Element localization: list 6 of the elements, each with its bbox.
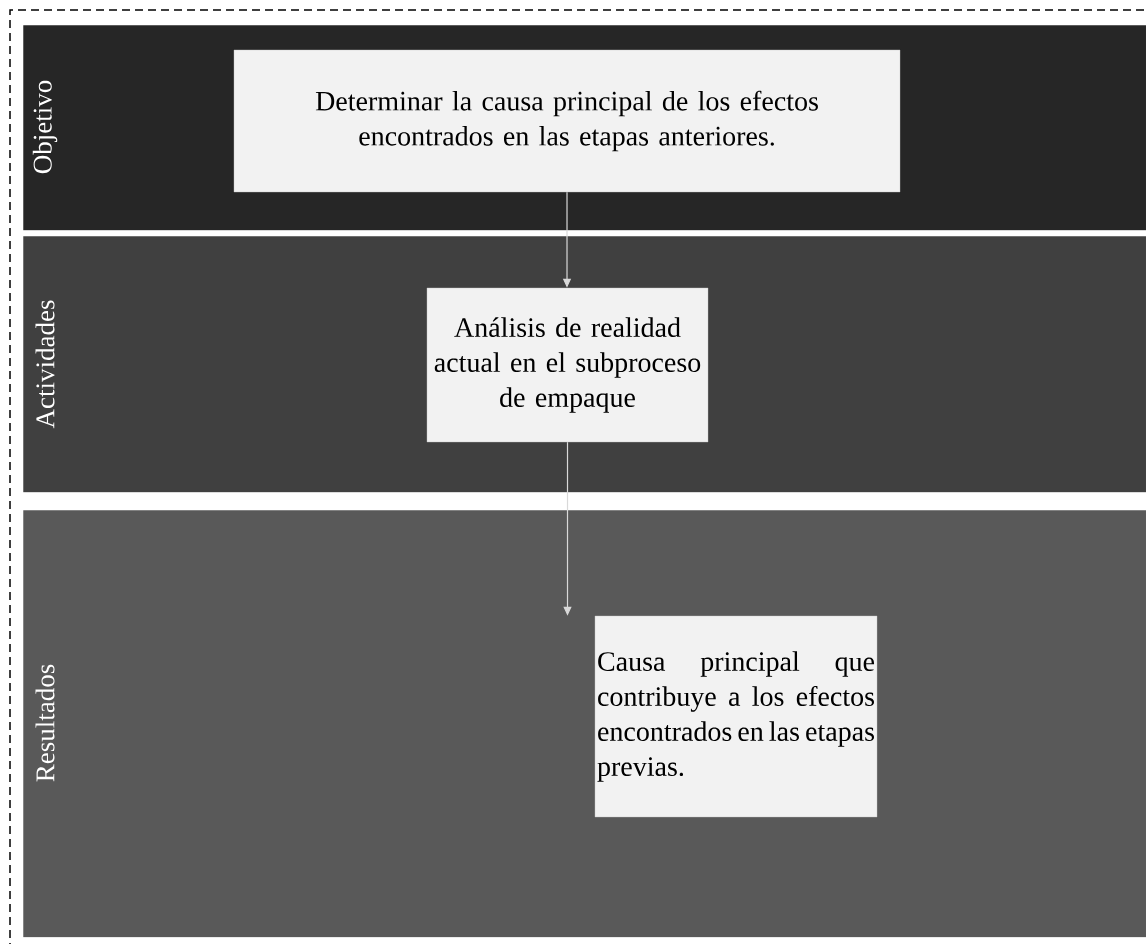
band-heading: Actividades [35,300,55,429]
process-box: Causa principal que contribuye a los efectos encontrados en las etapas previas. [594,615,878,818]
band-heading: Resultados [35,664,55,782]
band-heading: Objetivo [32,80,58,174]
process-box: Determinar la causa principal de los efectos encontrados en las etapas anteriores. [233,49,901,193]
process-box: Análisis de realidad actual en el subproceso de empaque [426,287,709,443]
